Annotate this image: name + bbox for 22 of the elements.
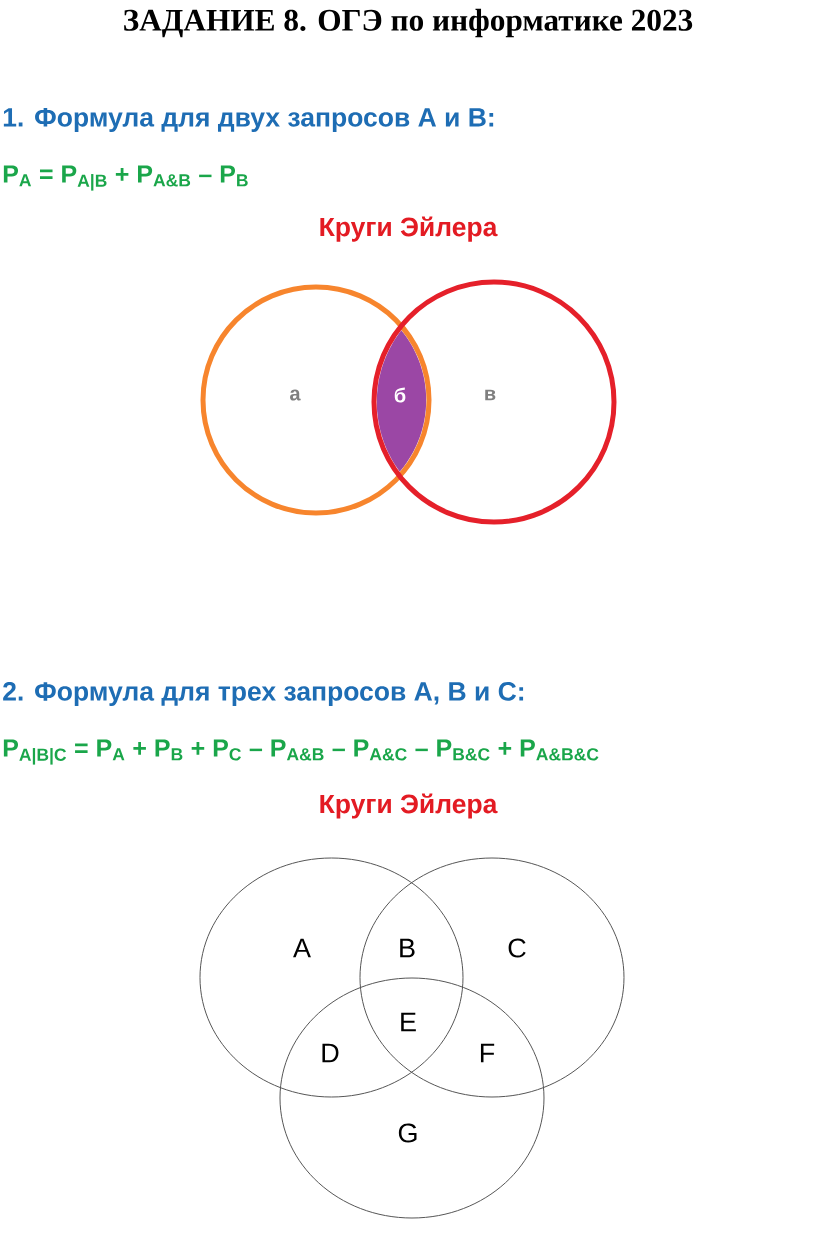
page-title: ЗАДАНИЕ 8. ОГЭ по информатике 2023 bbox=[124, 8, 693, 38]
region-label: C bbox=[508, 938, 526, 958]
euler-ellipse bbox=[359, 857, 625, 1098]
region-label: G bbox=[398, 1123, 417, 1143]
diagram-heading: Круги Эйлера bbox=[320, 793, 498, 819]
euler-circle bbox=[371, 279, 617, 525]
euler-circle bbox=[200, 284, 432, 516]
region-label: б bbox=[394, 387, 406, 403]
section-heading: 2. Формула для трех запросов А, В и С: bbox=[3, 682, 524, 706]
euler-ellipse bbox=[279, 977, 545, 1219]
region-label: A bbox=[293, 938, 311, 958]
formula: P$_{A}$ = P$_{A|B}$ + P$_{A&B}$ – P$_{B}$ bbox=[3, 165, 248, 191]
region-label: E bbox=[401, 1012, 416, 1032]
formula: P$_{A|B|C}$ = P$_{A}$ + P$_{B}$ + P$_{C}$ – P$_{A&B}$ – P$_{A&C}$ – P$_{B&C}$ + P$_{A&B&C}$ bbox=[3, 739, 599, 765]
region-label: D bbox=[322, 1043, 339, 1063]
euler-ellipse bbox=[199, 857, 464, 1098]
region-label: B bbox=[400, 938, 415, 958]
region-label: в bbox=[485, 389, 496, 401]
region-label: F bbox=[480, 1043, 495, 1063]
diagram-heading: Круги Эйлера bbox=[320, 216, 498, 242]
section-heading: 1. Формула для двух запросов А и В: bbox=[3, 108, 494, 132]
region-label: а bbox=[290, 389, 301, 401]
